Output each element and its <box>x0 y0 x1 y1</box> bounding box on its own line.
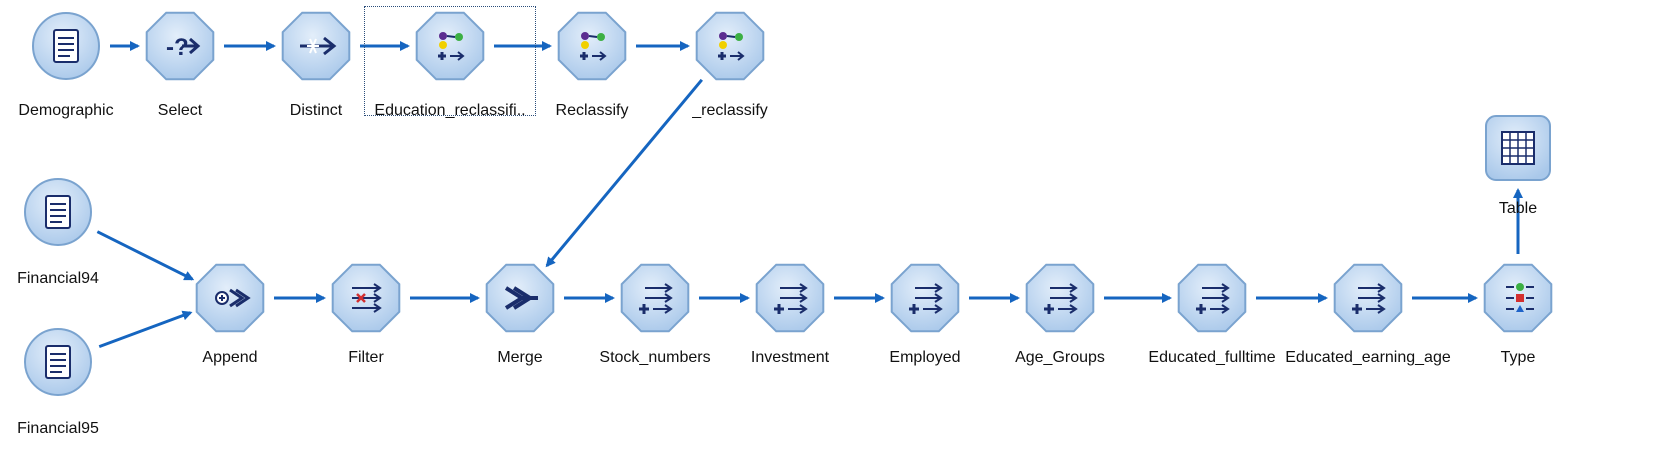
node-select[interactable]: -? <box>140 6 220 86</box>
node-label-append: Append <box>202 349 258 366</box>
node-age-groups[interactable] <box>1020 258 1100 338</box>
node--reclassify[interactable] <box>690 6 770 86</box>
node-label-merge: Merge <box>497 349 543 366</box>
derive-icon <box>909 283 943 314</box>
node-table[interactable] <box>1478 108 1558 188</box>
node-label-stock-numbers: Stock_numbers <box>599 349 711 366</box>
node-type[interactable] <box>1478 258 1558 338</box>
node-filter[interactable] <box>326 258 406 338</box>
node-label-investment: Investment <box>750 349 830 366</box>
node-label-education-reclassify: Education_reclassifi.. <box>374 102 526 119</box>
node-label-educated-earning-age: Educated_earning_age <box>1285 349 1451 366</box>
reclassify-icon <box>718 32 745 61</box>
distinct-icon <box>300 36 337 56</box>
edge-financial95-to-append[interactable] <box>98 310 193 349</box>
node-label-select: Select <box>157 102 203 119</box>
node-label-reclassify: Reclassify <box>555 102 629 119</box>
node-label-age-groups: Age_Groups <box>1015 349 1105 366</box>
node-financial94[interactable] <box>18 172 98 252</box>
node-employed[interactable] <box>885 258 965 338</box>
node-label-filter: Filter <box>348 349 384 366</box>
node-label-table: Table <box>1498 200 1538 217</box>
node-label-type: Type <box>1500 349 1536 366</box>
node-label-employed: Employed <box>889 349 961 366</box>
derive-icon <box>1044 283 1078 314</box>
node-label-financial95: Financial95 <box>17 420 99 437</box>
node-label-educated-fulltime: Educated_fulltime <box>1148 349 1276 366</box>
node-distinct[interactable] <box>276 6 356 86</box>
document-icon <box>45 345 71 379</box>
node-reclassify[interactable] <box>552 6 632 86</box>
table-icon <box>1501 131 1535 165</box>
svg-text:-?: -? <box>166 34 189 61</box>
node-merge[interactable] <box>480 258 560 338</box>
node-educated-fulltime[interactable] <box>1172 258 1252 338</box>
edge-_reclassify-to-merge[interactable] <box>545 78 703 268</box>
derive-icon <box>1352 283 1386 314</box>
derive-icon <box>774 283 808 314</box>
reclassify-icon <box>438 32 465 61</box>
type-icon <box>1506 283 1534 312</box>
edge-financial94-to-append[interactable] <box>96 230 195 281</box>
append-icon <box>215 288 251 308</box>
filter-icon <box>352 283 382 313</box>
node-financial95[interactable] <box>18 322 98 402</box>
document-icon <box>45 195 71 229</box>
node-label-financial94: Financial94 <box>17 270 99 287</box>
node-education-reclassify[interactable] <box>410 6 490 86</box>
node-investment[interactable] <box>750 258 830 338</box>
derive-icon <box>1196 283 1230 314</box>
node-demographic[interactable] <box>26 6 106 86</box>
merge-icon <box>504 286 538 310</box>
select-icon: -? <box>166 34 201 61</box>
derive-icon <box>639 283 673 314</box>
document-icon <box>53 29 79 63</box>
node-append[interactable] <box>190 258 270 338</box>
node-educated-earning-age[interactable] <box>1328 258 1408 338</box>
node-stock-numbers[interactable] <box>615 258 695 338</box>
node-label-demographic: Demographic <box>18 102 114 119</box>
node-label--reclassify: _reclassify <box>692 102 768 119</box>
node-label-distinct: Distinct <box>289 102 343 119</box>
selection-outline <box>364 6 536 116</box>
reclassify-icon <box>580 32 607 61</box>
